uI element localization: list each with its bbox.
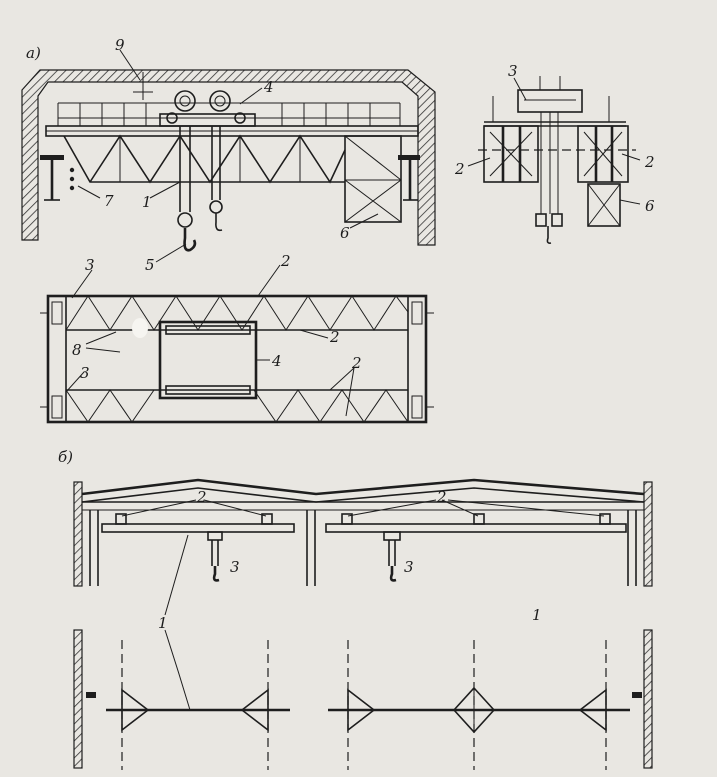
left-bay-hook [207, 531, 223, 582]
left-bay-crane-girder [101, 523, 295, 533]
plan-callout-3-top: 3 [85, 256, 95, 274]
right-outer-wall [643, 481, 653, 587]
bay-section: б) [58, 448, 653, 587]
callout-6: 6 [340, 224, 350, 242]
operator-cab [344, 135, 402, 223]
callout-1: 1 [142, 193, 152, 211]
plan-bottom-truss [65, 389, 409, 423]
bay-callout-2-right: 2 [436, 488, 447, 506]
plan-top-truss [65, 295, 409, 331]
right-bay-crane-girder [325, 523, 627, 533]
callout-7: 7 [104, 192, 114, 210]
plan-frame [46, 294, 428, 424]
callout-5: 5 [145, 256, 155, 274]
plan-callout-3-bottom: 3 [80, 364, 90, 382]
plan-view: 3 2 8 2 4 3 2 [40, 252, 434, 424]
bay-plan-callout-1-right: 1 [532, 606, 542, 624]
bay-callout-3-right: 3 [404, 558, 414, 576]
plan-callout-8: 8 [72, 341, 82, 359]
panel-label-a: а) [26, 44, 41, 62]
bay-callout-3-left: 3 [230, 558, 240, 576]
plan-callout-2-bottom: 2 [351, 354, 362, 372]
plan-callout-2-top: 2 [280, 252, 291, 270]
handrail [57, 102, 401, 126]
panel-label-b: б) [58, 448, 73, 466]
end-callout-3: 3 [508, 62, 518, 80]
bay-plan-left-wall [73, 629, 83, 769]
bay-plan: 1 1 [73, 534, 653, 770]
auxiliary-hook [209, 126, 223, 232]
trolley [159, 113, 256, 127]
end-view: 3 2 2 6 [454, 62, 655, 244]
callout-9: 9 [115, 36, 125, 54]
elevation-view: а) 9 4 7 1 5 6 [21, 36, 436, 274]
end-view-trolley [517, 89, 583, 113]
bay-callout-2-left: 2 [196, 488, 207, 506]
roof [81, 478, 645, 496]
callout-4: 4 [263, 78, 274, 96]
plan-callout-4: 4 [271, 352, 282, 370]
bridge-truss [63, 134, 346, 184]
end-callout-2-right: 2 [644, 153, 655, 171]
end-callout-2-left: 2 [454, 160, 465, 178]
end-view-cab [587, 183, 621, 227]
left-outer-wall [73, 481, 83, 587]
left-rail-beam [40, 155, 64, 160]
end-callout-6: 6 [645, 197, 655, 215]
bay-plan-right-wall [643, 629, 653, 769]
plan-callout-2-mid: 2 [329, 328, 340, 346]
right-bay-hook [383, 531, 401, 582]
building-wall-outline [21, 69, 436, 246]
bay-plan-callout-1: 1 [158, 614, 168, 632]
main-hook [177, 126, 197, 252]
right-rail-beam [398, 155, 420, 160]
